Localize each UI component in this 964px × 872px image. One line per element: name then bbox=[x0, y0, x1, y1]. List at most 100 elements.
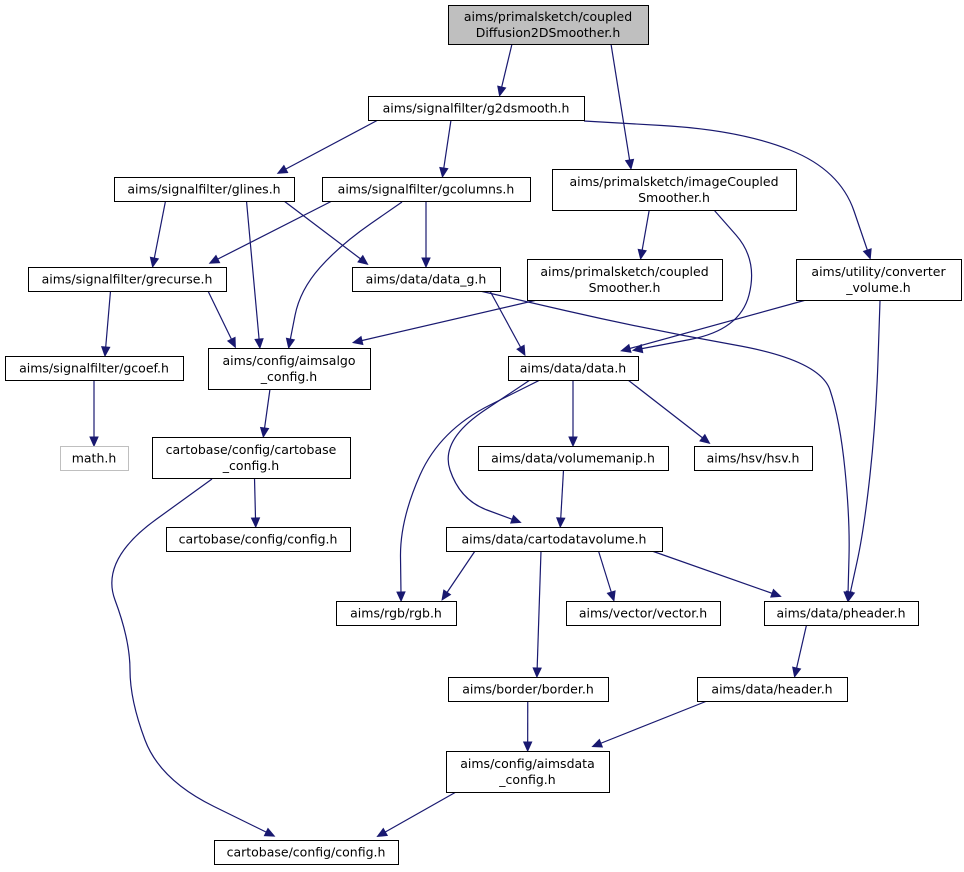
edge-gcolumns-to-grecurse bbox=[208, 200, 333, 264]
edge-cartobaseconfig-to-configh1 bbox=[250, 477, 261, 529]
node-datag[interactable]: aims/data/data_g.h bbox=[352, 267, 501, 292]
edge-line bbox=[610, 43, 631, 163]
edge-line bbox=[253, 477, 257, 521]
node-pheader[interactable]: aims/data/pheader.h bbox=[764, 601, 919, 626]
node-box bbox=[448, 5, 649, 45]
arrowhead bbox=[568, 436, 578, 448]
node-aimsalgo[interactable]: aims/config/aimsalgo_config.h bbox=[208, 348, 371, 390]
node-box bbox=[352, 267, 501, 292]
arrowhead bbox=[637, 248, 647, 261]
node-aimsdata[interactable]: aims/config/aimsdata_config.h bbox=[446, 751, 610, 793]
edge-line bbox=[111, 478, 269, 834]
node-box bbox=[478, 446, 669, 471]
node-label-line: aims/utility/converter bbox=[811, 264, 946, 279]
node-gcolumns[interactable]: aims/signalfilter/gcolumns.h bbox=[322, 177, 531, 202]
node-label-line: aims/data/volumemanip.h bbox=[491, 451, 655, 466]
edge-line bbox=[536, 550, 542, 671]
node-label-line: aims/rgb/rgb.h bbox=[350, 606, 442, 621]
edge-gcolumns-to-aimsalgo bbox=[285, 201, 403, 350]
arrowhead bbox=[497, 85, 507, 98]
edge-line bbox=[627, 379, 705, 440]
node-box bbox=[446, 751, 610, 793]
edge-g2dsmooth-to-converter bbox=[583, 120, 872, 260]
edge-glines-to-aimsalgo bbox=[245, 200, 264, 350]
node-glines[interactable]: aims/signalfilter/glines.h bbox=[114, 177, 295, 202]
node-cartodatavolume[interactable]: aims/data/cartodatavolume.h bbox=[446, 527, 663, 552]
node-coupled2d[interactable]: aims/primalsketch/coupledDiffusion2DSmoo… bbox=[448, 5, 649, 45]
edge-line bbox=[641, 209, 650, 253]
node-label-line: aims/signalfilter/gcoef.h bbox=[19, 361, 169, 376]
arrowhead bbox=[226, 336, 236, 349]
edge-volumemanip-to-cartodatavolume bbox=[556, 469, 566, 529]
node-box bbox=[508, 356, 639, 381]
node-box bbox=[152, 437, 351, 479]
arrowhead bbox=[149, 256, 160, 269]
node-layer: aims/primalsketch/coupledDiffusion2DSmoo… bbox=[5, 5, 962, 865]
node-label-line: aims/signalfilter/g2dsmooth.h bbox=[383, 101, 570, 116]
node-rgb[interactable]: aims/rgb/rgb.h bbox=[336, 601, 457, 626]
edge-coupled2d-to-g2dsmooth bbox=[497, 43, 513, 98]
arrowhead bbox=[624, 158, 635, 171]
node-vector[interactable]: aims/vector/vector.h bbox=[566, 601, 721, 626]
node-label-line: aims/data/pheader.h bbox=[776, 606, 905, 621]
edge-line bbox=[447, 379, 531, 521]
arrowhead bbox=[259, 426, 270, 439]
edge-line bbox=[215, 200, 333, 261]
edge-converter-to-data bbox=[620, 299, 807, 353]
arrowhead bbox=[591, 738, 604, 748]
node-box bbox=[566, 601, 721, 626]
edge-border-to-aimsdata bbox=[522, 700, 533, 753]
arrowhead bbox=[509, 514, 522, 524]
edge-line bbox=[263, 388, 271, 431]
node-math[interactable]: math.h bbox=[60, 446, 129, 471]
node-hsv[interactable]: aims/hsv/hsv.h bbox=[694, 446, 813, 471]
edge-line bbox=[104, 290, 112, 350]
arrowhead bbox=[357, 254, 369, 265]
node-label-line: aims/primalsketch/imageCoupled bbox=[569, 174, 778, 189]
node-box bbox=[336, 601, 457, 626]
edge-line bbox=[283, 119, 379, 171]
edge-line bbox=[849, 300, 881, 595]
node-label-line: _config.h bbox=[498, 772, 555, 787]
node-label-line: aims/vector/vector.h bbox=[579, 606, 707, 621]
node-border[interactable]: aims/border/border.h bbox=[448, 677, 609, 702]
node-box bbox=[322, 177, 531, 202]
node-label-line: aims/primalsketch/coupled bbox=[540, 264, 708, 279]
node-box bbox=[764, 601, 919, 626]
edge-imagecoupled-to-data bbox=[631, 209, 753, 354]
edge-imagecoupled-to-coupledsmoother bbox=[637, 209, 650, 261]
arrowhead bbox=[250, 517, 261, 529]
node-converter[interactable]: aims/utility/converter_volume.h bbox=[796, 259, 962, 301]
edge-line bbox=[627, 299, 807, 350]
edge-line bbox=[245, 200, 260, 342]
node-configh1[interactable]: cartobase/config/config.h bbox=[166, 527, 351, 552]
node-data[interactable]: aims/data/data.h bbox=[508, 356, 639, 381]
edge-line bbox=[639, 209, 753, 350]
edge-coupledsmoother-to-aimsalgo bbox=[351, 299, 538, 346]
node-volumemanip[interactable]: aims/data/volumemanip.h bbox=[478, 446, 669, 471]
node-box bbox=[166, 527, 351, 552]
arrowhead bbox=[556, 517, 566, 529]
node-box bbox=[208, 348, 371, 390]
edge-line bbox=[283, 200, 363, 261]
node-grecurse[interactable]: aims/signalfilter/grecurse.h bbox=[28, 267, 227, 292]
edge-pheader-to-header bbox=[792, 624, 808, 679]
node-header[interactable]: aims/data/header.h bbox=[697, 677, 848, 702]
node-gcoef[interactable]: aims/signalfilter/gcoef.h bbox=[5, 356, 184, 381]
edge-glines-to-datag bbox=[283, 200, 369, 265]
edge-line bbox=[500, 43, 513, 90]
node-cartobaseconfig[interactable]: cartobase/config/cartobase_config.h bbox=[152, 437, 351, 479]
node-box bbox=[552, 169, 797, 211]
edge-grecurse-to-aimsalgo bbox=[207, 290, 236, 349]
edge-glines-to-grecurse bbox=[149, 200, 167, 269]
node-label-line: aims/data/data.h bbox=[520, 361, 626, 376]
edge-aimsdata-to-configh2 bbox=[376, 791, 457, 838]
node-configh2[interactable]: cartobase/config/config.h bbox=[214, 840, 399, 865]
arrowhead bbox=[620, 343, 632, 353]
edge-line bbox=[442, 119, 452, 171]
edge-cartodatavolume-to-border bbox=[532, 550, 542, 679]
edge-layer bbox=[89, 43, 881, 838]
node-g2dsmooth[interactable]: aims/signalfilter/g2dsmooth.h bbox=[368, 96, 585, 121]
